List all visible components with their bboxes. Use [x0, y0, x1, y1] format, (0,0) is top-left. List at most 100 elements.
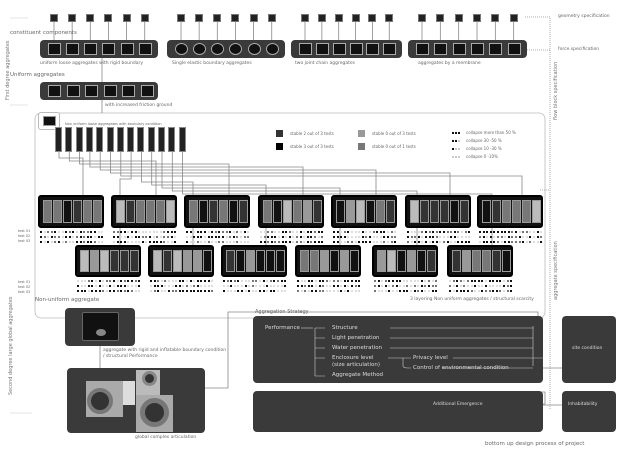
collapse-dot — [470, 280, 473, 282]
collapse-dot — [54, 231, 57, 233]
collapse-dot — [351, 241, 353, 243]
aggregate-column — [300, 250, 309, 272]
collapse-dot — [374, 280, 376, 282]
collapse-dot — [506, 285, 509, 287]
collapse-dot — [200, 236, 203, 238]
aggregate-column — [293, 200, 302, 223]
collapse-dot — [467, 290, 469, 292]
aggregate-column — [276, 250, 285, 272]
collapse-dot — [529, 231, 532, 233]
collapse-dot — [84, 290, 87, 292]
collapse-dot — [504, 236, 507, 238]
aggregate-column — [173, 250, 182, 272]
collapse-dot — [402, 290, 405, 292]
aggregate-column — [116, 200, 125, 223]
collapse-dot — [50, 241, 53, 243]
connector-line — [120, 152, 523, 195]
collapse-dot — [485, 285, 487, 287]
collapse-dot — [189, 241, 192, 243]
collapse-dot — [499, 280, 502, 282]
collapse-dot — [424, 290, 427, 292]
collapse-dot — [237, 280, 240, 282]
aggregate-column — [397, 250, 406, 272]
collapse-dot — [340, 280, 343, 282]
collapse-dot — [230, 280, 233, 282]
collapse-dot — [459, 290, 462, 292]
enclosure-item: Enclosure level — [332, 355, 374, 361]
collapse-dot — [296, 241, 298, 243]
layering-label: 3 layering Non uniform aggregates / stru… — [410, 297, 534, 302]
collapse-dot — [43, 236, 46, 238]
collapse-dot — [540, 241, 543, 243]
aggregate-icon — [507, 43, 521, 55]
collapse-dot — [417, 231, 420, 233]
collapse-dot — [90, 241, 93, 243]
collapse-dot — [407, 241, 409, 243]
collapse-dot — [428, 231, 431, 233]
geometry-icon — [351, 14, 360, 22]
collapse-dot — [83, 241, 86, 243]
collapse-dot — [47, 241, 50, 243]
aggregate-column — [90, 250, 99, 272]
geometry-icon — [334, 14, 343, 22]
aggregate-icon — [66, 85, 80, 97]
collapse-dot — [153, 285, 156, 287]
collapse-dot — [306, 231, 309, 233]
collapse-dot — [141, 241, 144, 243]
collapse-dot — [267, 241, 270, 243]
collapse-dot — [488, 285, 491, 287]
collapse-dot — [325, 290, 328, 292]
collapse-dot — [340, 236, 343, 238]
collapse-dot — [424, 285, 427, 287]
collapse-dot — [493, 231, 496, 233]
collapse-dot — [277, 290, 279, 292]
collapse-dot — [446, 231, 449, 233]
collapse-dot — [61, 231, 64, 233]
collapse-dot — [168, 290, 170, 292]
collapse-dot — [240, 231, 242, 233]
collapse-dot — [94, 231, 96, 233]
collapse-dot — [214, 241, 217, 243]
collapse-dot — [536, 236, 539, 238]
collapse-dot — [223, 290, 225, 292]
collapse-dot — [457, 241, 460, 243]
collapse-dot — [105, 280, 108, 282]
collapse-dot — [248, 280, 251, 282]
collapse-dot — [383, 241, 386, 243]
collapse-dot — [369, 241, 371, 243]
collapse-dot — [226, 290, 229, 292]
collapse-dot — [98, 285, 101, 287]
collapse-dot — [196, 231, 199, 233]
collapse-dot — [432, 231, 435, 233]
collapse-dot — [488, 280, 491, 282]
collapse-dot — [98, 290, 101, 292]
collapse-dot — [522, 231, 525, 233]
collapse-dot — [503, 290, 505, 292]
collapse-dot — [381, 285, 384, 287]
collapse-dot — [270, 241, 273, 243]
geometry-icon — [317, 14, 326, 22]
collapse-dot — [266, 285, 269, 287]
collapse-dot — [157, 290, 160, 292]
collapse-dot — [410, 241, 413, 243]
aggregate-strip — [147, 127, 155, 152]
collapse-dot — [390, 241, 393, 243]
collapse-dot — [420, 280, 423, 282]
collapse-dot — [425, 236, 427, 238]
nonuniform-icon-frame — [38, 112, 60, 130]
collapse-dot — [439, 236, 442, 238]
collapse-dot — [150, 285, 152, 287]
geometry-icon — [509, 14, 518, 22]
collapse-dot — [333, 231, 335, 233]
aggregate-icon — [416, 43, 429, 55]
collapse-dot — [284, 290, 287, 292]
collapse-dot — [351, 290, 353, 292]
collapse-label: collapse 30 -50 % — [466, 138, 502, 143]
collapse-dot — [343, 241, 346, 243]
collapse-dot — [226, 280, 229, 282]
collapse-dot — [372, 236, 375, 238]
collapse-dot — [317, 231, 320, 233]
collapse-dot — [515, 231, 517, 233]
collapse-dot — [127, 236, 130, 238]
collapse-dot — [95, 280, 97, 282]
